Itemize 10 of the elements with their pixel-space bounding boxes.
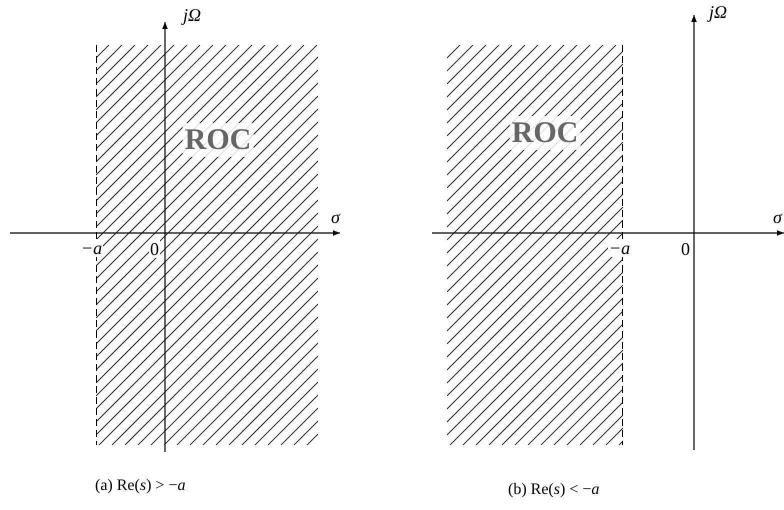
- region-label: ROC: [182, 123, 254, 157]
- region-label: ROC: [510, 116, 580, 150]
- axis-label: −a: [80, 239, 104, 257]
- axis-label: jΩ: [708, 3, 728, 21]
- caption: (a) Re(s) > −a: [95, 478, 186, 494]
- axis-label: jΩ: [182, 6, 202, 24]
- axis-label: 0: [680, 240, 691, 258]
- axis-label: −a: [608, 239, 632, 257]
- axis-label: 0: [149, 240, 160, 258]
- caption: (b) Re(s) < −a: [508, 482, 600, 498]
